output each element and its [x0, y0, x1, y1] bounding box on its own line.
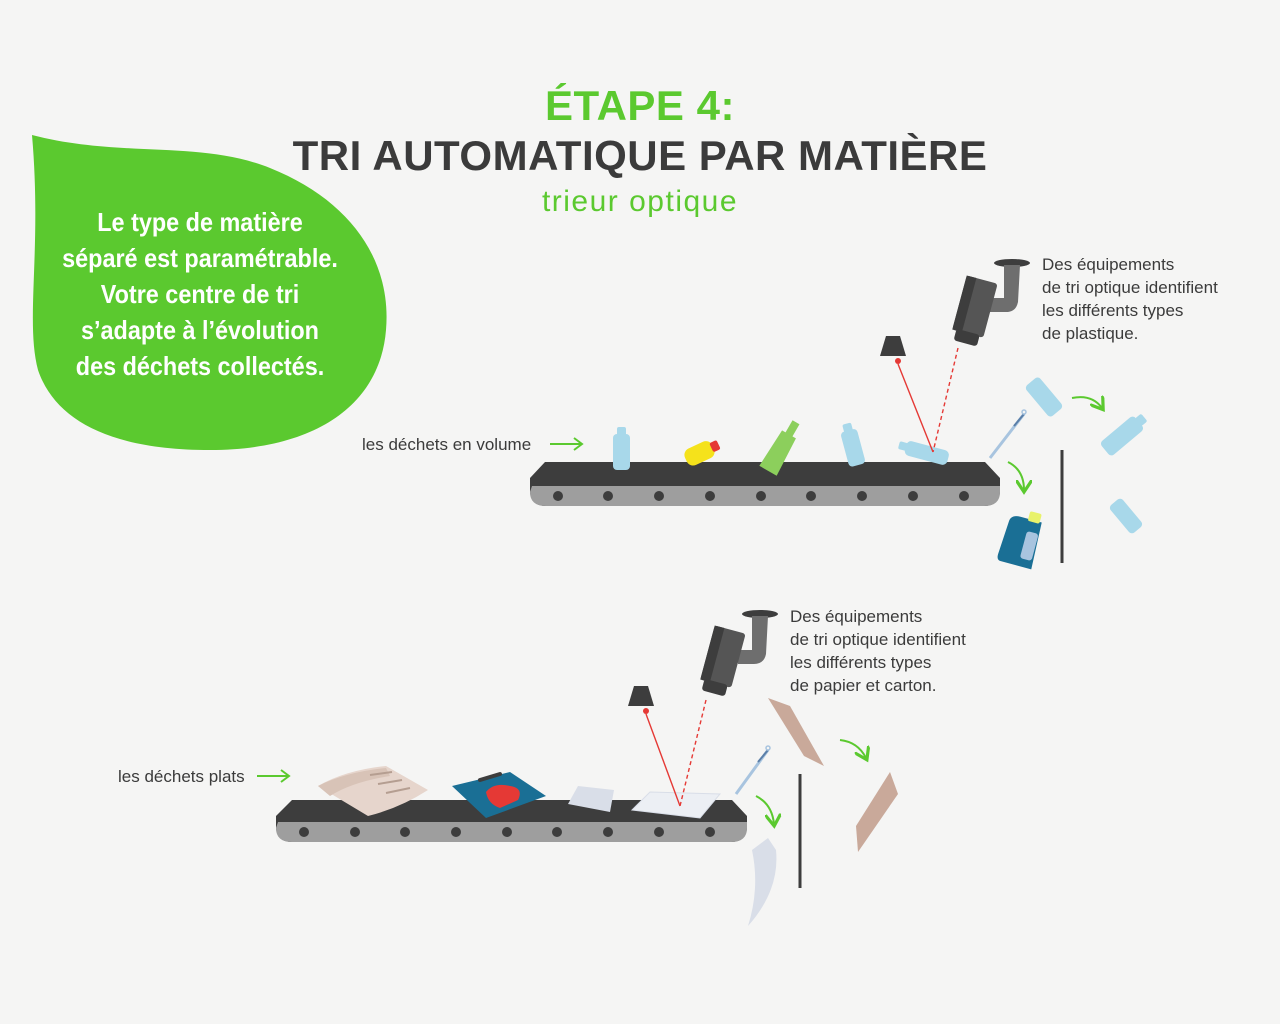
bubble-line: séparé est paramétrable. — [62, 243, 338, 273]
laser-emitter-icon — [880, 336, 906, 364]
arrow-icon — [1071, 397, 1102, 408]
description-line: les différents types — [1042, 301, 1184, 320]
bottle-icon — [1109, 498, 1143, 534]
input-label-flat: les déchets plats — [118, 767, 245, 786]
description-plastic: Des équipements de tri optique identifie… — [1042, 253, 1218, 345]
paper-sheet-icon — [568, 786, 614, 812]
description-line: de tri optique identifient — [790, 630, 966, 649]
paper-sheet-icon — [748, 838, 777, 926]
page-subtitle: trieur optique — [541, 185, 739, 218]
description-line: de tri optique identifient — [1042, 278, 1218, 297]
optical-sensor-icon — [700, 610, 778, 696]
bottle-icon — [898, 441, 949, 465]
arrow-icon — [257, 769, 291, 783]
arrow-icon — [755, 795, 774, 824]
speech-bubble-text: Le type de matière séparé est paramétrab… — [61, 204, 340, 384]
description-paper: Des équipements de tri optique identifie… — [790, 605, 966, 697]
bubble-line: s’adapte à l’évolution — [81, 315, 319, 345]
magazine-icon — [452, 772, 546, 818]
sensor-beam — [932, 347, 959, 453]
speech-bubble-shape — [32, 135, 387, 450]
laser-beam — [645, 713, 681, 807]
air-nozzle-icon — [734, 745, 771, 795]
paper-sheet-icon — [630, 791, 722, 819]
arrow-icon — [550, 437, 584, 451]
bubble-line: Le type de matière — [97, 207, 303, 237]
bottle-icon — [1025, 377, 1063, 417]
description-line: les différents types — [790, 653, 932, 672]
bubble-line: Votre centre de tri — [100, 279, 300, 309]
arrow-icon — [1007, 461, 1024, 490]
description-line: Des équipements — [790, 607, 923, 626]
cardboard-sheet-icon — [768, 698, 824, 766]
title-block: ÉTAPE 4: TRI AUTOMATIQUE PAR MATIÈRE tri… — [0, 82, 1280, 222]
arrow-icon — [839, 739, 866, 758]
step-label: ÉTAPE 4: — [545, 82, 735, 129]
detergent-bottle-icon — [997, 511, 1042, 570]
yellow-bottle-icon — [684, 440, 721, 466]
bubble-line: des déchets collectés. — [75, 351, 325, 381]
conveyor-belt-bottom — [276, 800, 747, 842]
input-label-volume: les déchets en volume — [362, 435, 532, 454]
laser-emitter-icon — [628, 686, 654, 714]
bottle-icon — [841, 422, 865, 467]
description-line: Des équipements — [1042, 255, 1175, 274]
description-line: de plastique. — [1042, 324, 1139, 343]
optical-sensor-icon — [952, 259, 1030, 346]
laser-beam — [897, 363, 934, 453]
newspaper-icon — [318, 766, 428, 816]
description-line: de papier et carton. — [790, 676, 937, 695]
glass-bottle-icon — [759, 420, 800, 476]
bottle-icon — [613, 427, 630, 470]
conveyor-belt-top — [530, 462, 1000, 506]
cardboard-sheet-icon — [856, 772, 898, 852]
sensor-beam — [679, 699, 707, 807]
page-title: TRI AUTOMATIQUE PAR MATIÈRE — [292, 132, 988, 179]
air-nozzle-icon — [988, 409, 1027, 459]
bottle-icon — [1100, 414, 1147, 456]
